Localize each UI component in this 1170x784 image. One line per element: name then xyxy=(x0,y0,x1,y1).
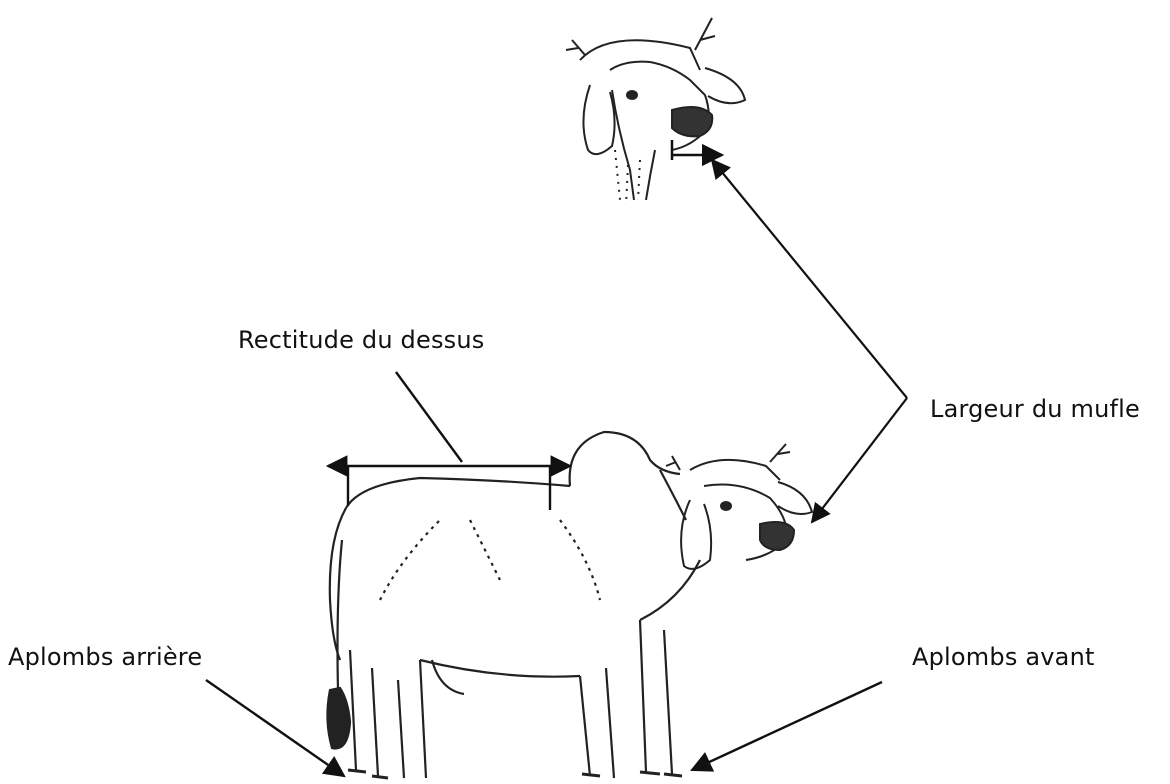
label-aplombs-arriere: Aplombs arrière xyxy=(8,643,202,671)
label-aplombs-avant: Aplombs avant xyxy=(912,643,1095,671)
label-rectitude-du-dessus: Rectitude du dessus xyxy=(238,326,484,354)
head-front-view xyxy=(566,18,745,205)
aplombs-avant-pointer xyxy=(692,682,882,770)
topline-marker xyxy=(328,372,570,510)
head-side-view xyxy=(666,444,812,569)
cattle-side-view xyxy=(327,432,700,778)
aplombs-arriere-pointer xyxy=(206,680,344,776)
muzzle-width-marker xyxy=(672,140,722,160)
largeur-pointer xyxy=(712,160,907,522)
label-largeur-du-mufle: Largeur du mufle xyxy=(930,395,1140,423)
